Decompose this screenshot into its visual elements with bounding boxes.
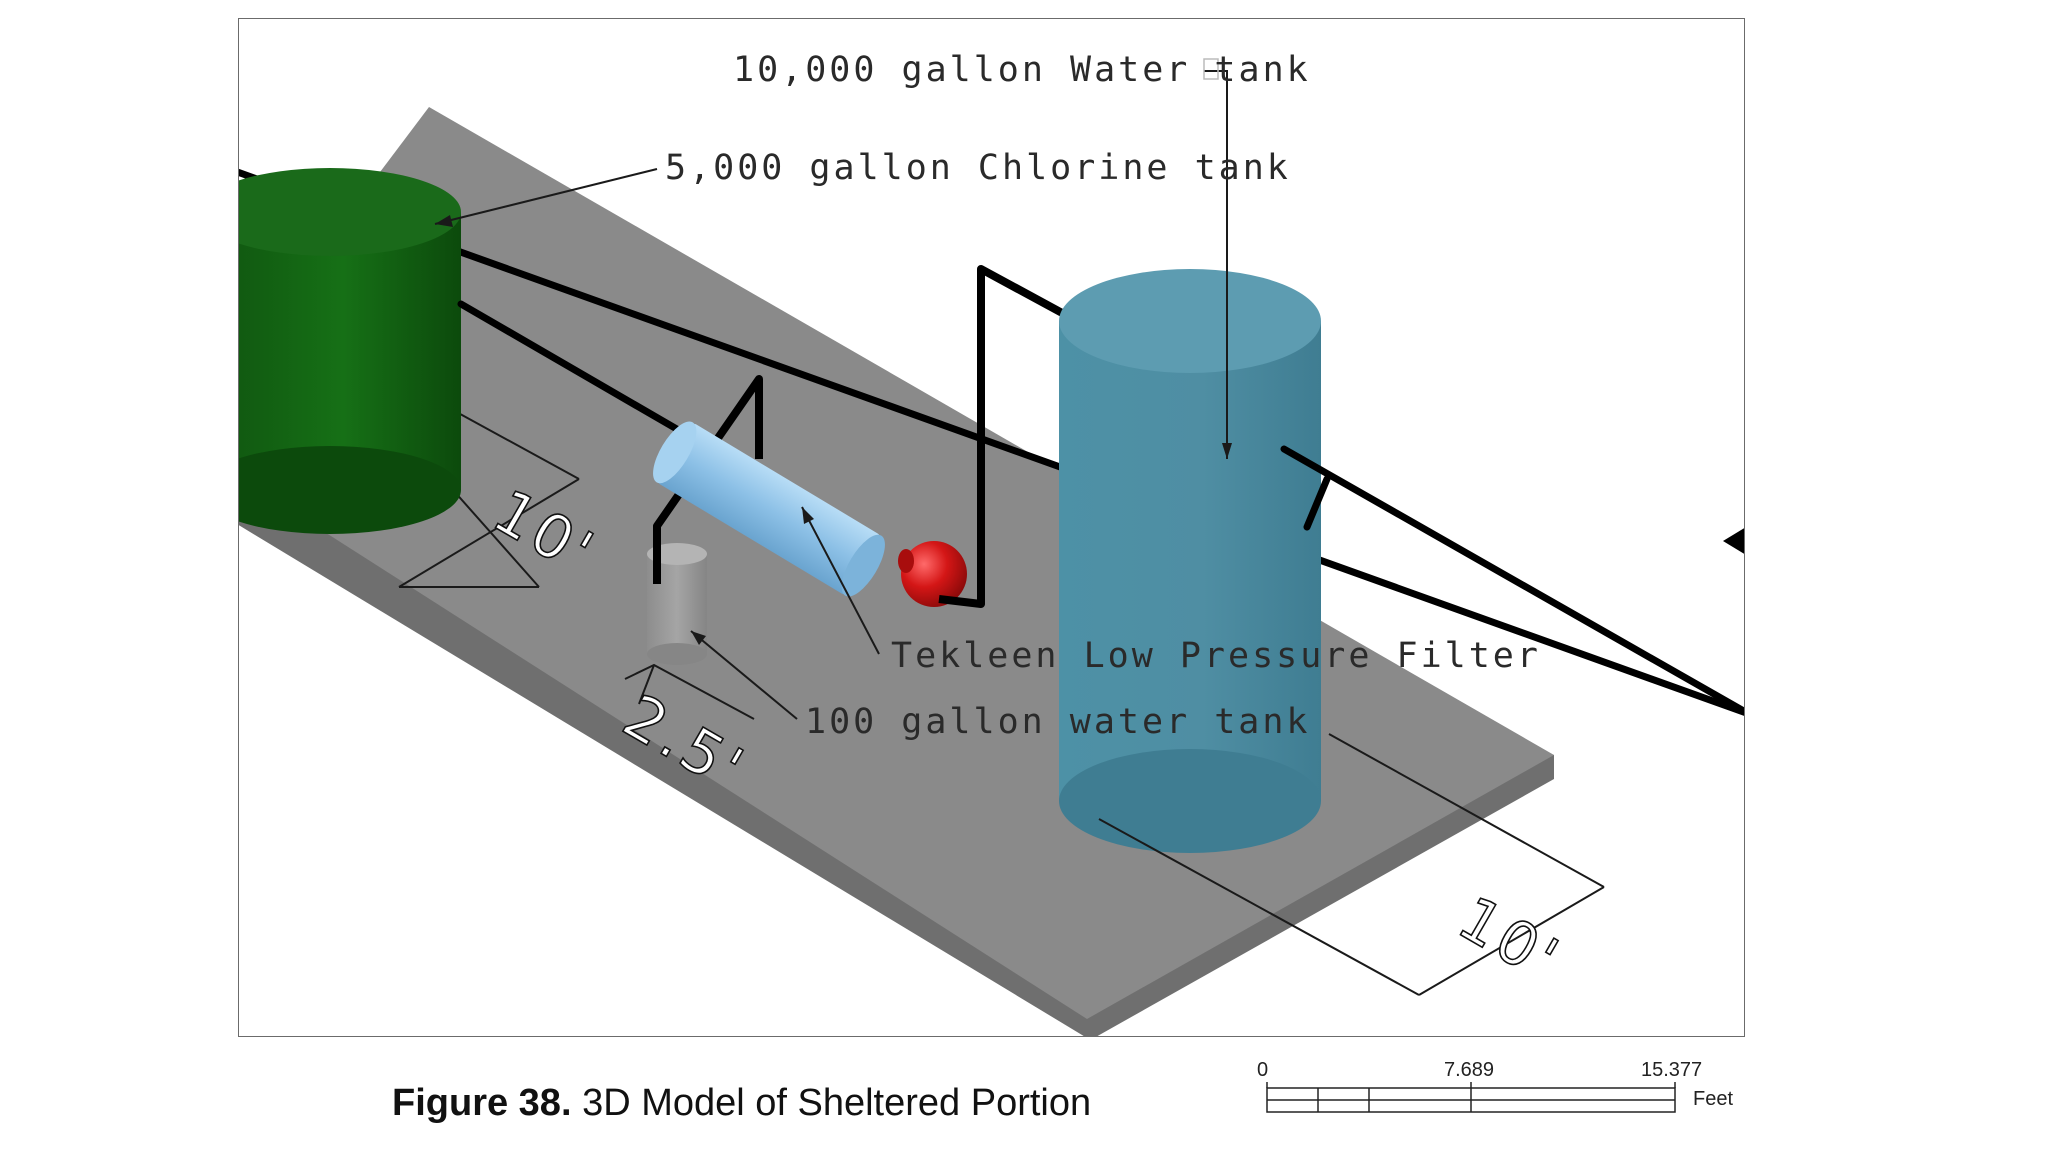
scale-bar: 0 7.689 15.377 Feet bbox=[1257, 1059, 1733, 1113]
drawing-viewport: 10' bbox=[238, 18, 1745, 1037]
3d-model-drawing: 10' bbox=[239, 50, 1744, 1036]
label-chlorine-tank: 5,000 gallon Chlorine tank bbox=[665, 148, 1291, 188]
annotation-water-tank-10000: 10,000 gallon Water tank bbox=[733, 50, 1311, 459]
water-tank-10000 bbox=[1059, 269, 1321, 853]
annotation-small-water-tank: 100 gallon water tank bbox=[690, 630, 1311, 742]
figure-caption: Figure 38. 3D Model of Sheltered Portion bbox=[392, 1082, 1091, 1125]
main-pipe bbox=[239, 168, 1744, 716]
annotation-chlorine-tank: 5,000 gallon Chlorine tank bbox=[434, 148, 1291, 227]
dimension-right-label: 10' bbox=[1447, 883, 1573, 996]
figure-caption-text: 3D Model of Sheltered Portion bbox=[582, 1082, 1092, 1124]
label-filter: Tekleen Low Pressure Filter bbox=[891, 636, 1541, 676]
scale-tick-mid: 7.689 bbox=[1444, 1059, 1494, 1081]
scale-unit: Feet bbox=[1693, 1088, 1733, 1110]
scale-tick-max: 15.377 bbox=[1641, 1059, 1702, 1081]
figure-number: Figure 38. bbox=[392, 1082, 572, 1124]
chlorine-tank bbox=[239, 168, 461, 534]
section-marker bbox=[1723, 528, 1744, 554]
red-valve bbox=[898, 541, 967, 607]
label-water-tank-10000: 10,000 gallon Water tank bbox=[733, 50, 1311, 90]
scale-tick-0: 0 bbox=[1257, 1059, 1268, 1081]
annotation-filter: Tekleen Low Pressure Filter bbox=[801, 506, 1541, 676]
label-small-water-tank: 100 gallon water tank bbox=[805, 702, 1311, 742]
